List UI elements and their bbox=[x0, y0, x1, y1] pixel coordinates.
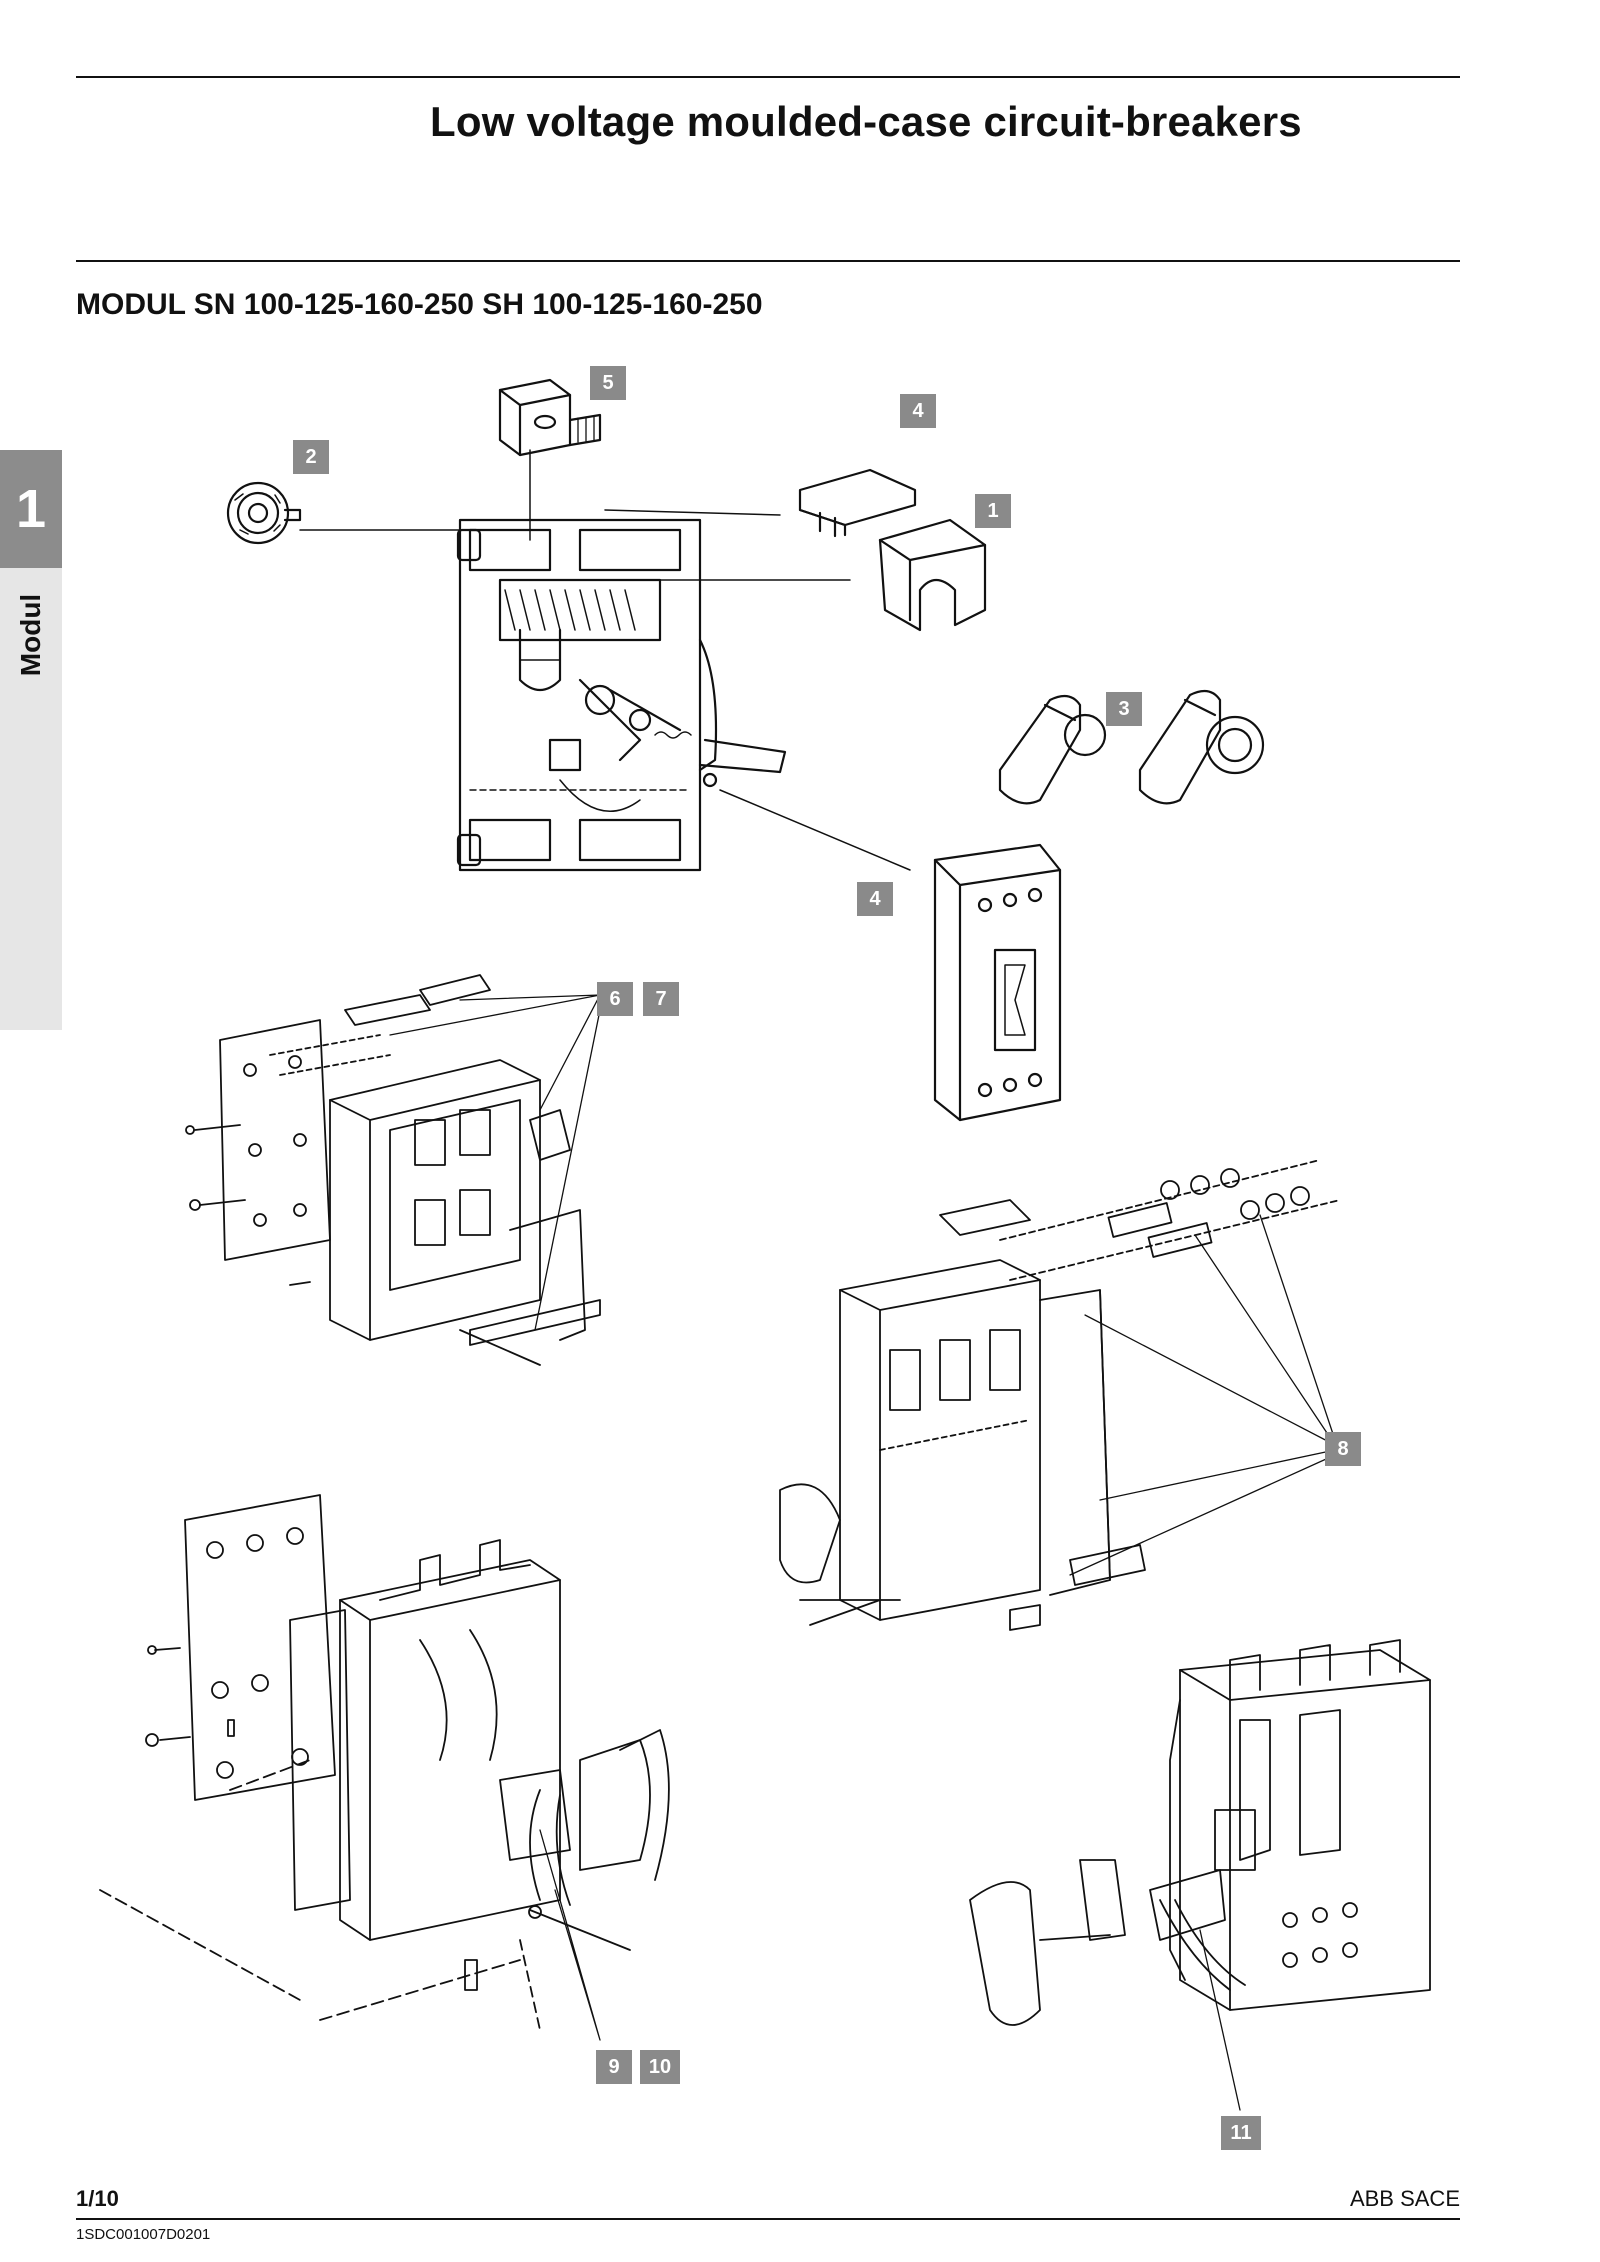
callout-7: 7 bbox=[643, 982, 679, 1016]
side-tab-number: 1 bbox=[0, 450, 62, 568]
breaker-section-drawing bbox=[299, 449, 911, 872]
callout-3: 3 bbox=[1106, 692, 1142, 726]
callout-11: 11 bbox=[1221, 2116, 1261, 2150]
header-rule bbox=[76, 260, 1460, 262]
terminal-shroud-drawing bbox=[878, 518, 987, 632]
callout-1: 1 bbox=[975, 494, 1011, 528]
callout-6: 6 bbox=[597, 982, 633, 1016]
document-code: 1SDC001007D0201 bbox=[76, 2226, 211, 2243]
side-tab: 1 Modul bbox=[0, 450, 62, 1030]
callout-10: 10 bbox=[640, 2050, 680, 2084]
box-terminal-drawing bbox=[498, 378, 602, 457]
callout-4-front: 4 bbox=[857, 882, 893, 916]
callout-8: 8 bbox=[1325, 1432, 1361, 1466]
callout-5: 5 bbox=[590, 366, 626, 400]
terminal-cover-plate-drawing bbox=[798, 468, 917, 538]
callout-9: 9 bbox=[596, 2050, 632, 2084]
brand-name: ABB SACE bbox=[1349, 2186, 1460, 2211]
page-title: Low voltage moulded-case circuit-breaker… bbox=[430, 98, 1302, 145]
page-number: 1/10 bbox=[76, 2186, 119, 2211]
exploded-view-undervoltage-drawing bbox=[99, 1494, 670, 2041]
exploded-view-auxiliary-contacts-drawing bbox=[969, 1639, 1431, 2111]
terminal-nut-drawing bbox=[226, 481, 302, 545]
callout-2: 2 bbox=[293, 440, 329, 474]
rotary-handles-drawing bbox=[998, 689, 1265, 805]
callout-4-top: 4 bbox=[900, 394, 936, 428]
top-rule bbox=[76, 76, 1460, 78]
footer-rule bbox=[76, 2218, 1460, 2220]
exploded-view-shunt-trip-drawing bbox=[779, 1159, 1341, 1631]
exploded-view-accessories-drawing bbox=[185, 974, 601, 1366]
front-plate-drawing bbox=[933, 843, 1062, 1122]
section-title: MODUL SN 100-125-160-250 SH 100-125-160-… bbox=[76, 288, 763, 321]
